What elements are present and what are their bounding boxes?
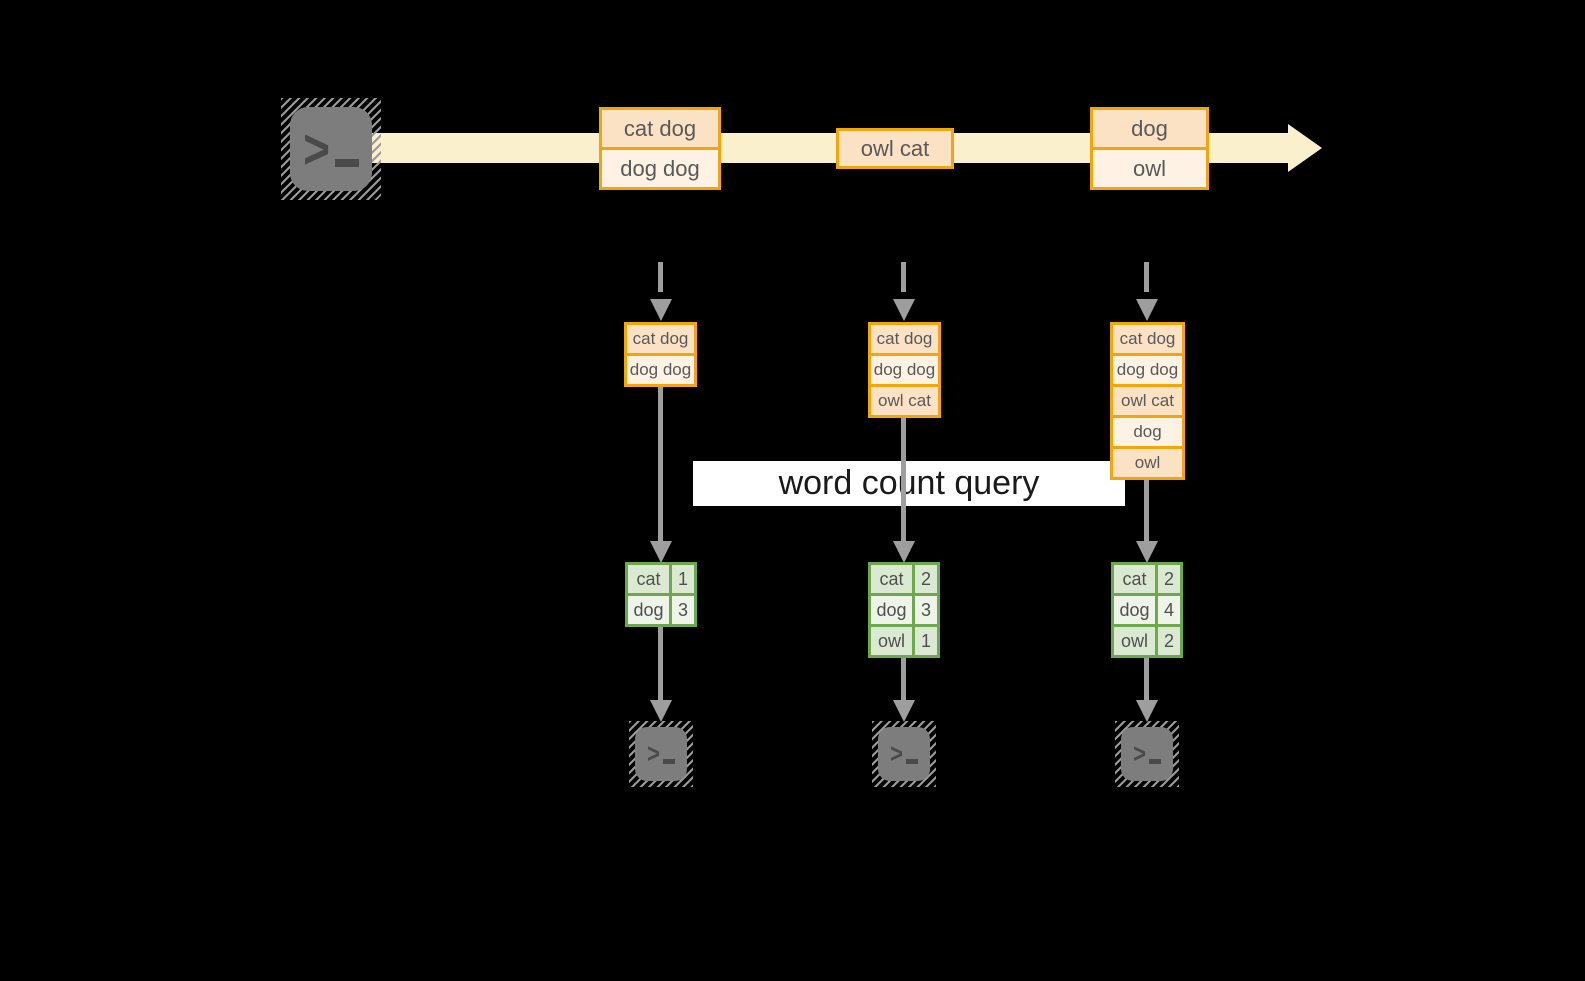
stream-record: cat dog: [602, 110, 718, 147]
state-row: owl cat: [1113, 387, 1182, 415]
stream-box-batch-1: cat dog dog dog: [599, 107, 721, 190]
output-arrow-line: [1144, 658, 1149, 700]
prompt-chevron-icon: >: [1133, 738, 1146, 769]
count-value: 3: [672, 596, 694, 624]
state-row: owl: [1113, 449, 1182, 477]
output-arrow-head-icon: [650, 700, 672, 722]
query-arrow-line: [1144, 480, 1149, 543]
state-row: dog dog: [871, 356, 938, 384]
state-table-t2: cat dog dog dog owl cat: [868, 322, 941, 418]
query-arrow-line: [901, 418, 906, 543]
batch-arrow-dash: [1144, 262, 1149, 292]
batch-arrow-head-icon: [650, 299, 672, 321]
prompt-chevron-icon: >: [647, 738, 660, 769]
state-row: owl cat: [871, 387, 938, 415]
stream-box-batch-3: dog owl: [1090, 107, 1209, 190]
terminal-body: >: [878, 727, 930, 781]
terminal-source-icon: >: [281, 98, 381, 200]
count-word: dog: [871, 596, 912, 624]
stream-record: owl cat: [839, 131, 951, 166]
terminal-body: >: [635, 727, 687, 781]
state-row: cat dog: [1113, 325, 1182, 353]
stream-record: dog dog: [602, 150, 718, 187]
count-value: 1: [915, 627, 937, 655]
count-value: 4: [1158, 596, 1180, 624]
prompt-cursor-icon: [1148, 758, 1161, 764]
count-table-t3: cat 2 dog 4 owl 2: [1111, 562, 1183, 658]
count-value: 2: [1158, 627, 1180, 655]
terminal-output-icon-3: >: [1115, 721, 1179, 787]
count-value: 2: [1158, 565, 1180, 593]
state-row: dog dog: [1113, 356, 1182, 384]
output-arrow-head-icon: [893, 700, 915, 722]
prompt-chevron-icon: >: [890, 738, 903, 769]
terminal-body: >: [1121, 727, 1173, 781]
query-label: word count query: [778, 464, 1040, 502]
query-arrow-line: [658, 387, 663, 543]
output-arrow-line: [901, 658, 906, 700]
count-word: owl: [1114, 627, 1155, 655]
prompt-cursor-icon: [905, 758, 918, 764]
batch-arrow-dash: [901, 262, 906, 292]
batch-arrow-head-icon: [893, 299, 915, 321]
state-table-t3: cat dog dog dog owl cat dog owl: [1110, 322, 1185, 480]
terminal-output-icon-1: >: [629, 721, 693, 787]
count-value: 3: [915, 596, 937, 624]
count-word: cat: [1114, 565, 1155, 593]
batch-arrow-dash: [658, 262, 663, 292]
prompt-cursor-icon: [334, 159, 359, 167]
output-arrow-head-icon: [1136, 700, 1158, 722]
state-row: cat dog: [871, 325, 938, 353]
batch-arrow-head-icon: [1136, 299, 1158, 321]
query-label-band: word count query: [693, 461, 1125, 506]
state-row: dog dog: [627, 356, 694, 384]
terminal-output-icon-2: >: [872, 721, 936, 787]
query-arrow-head-icon: [650, 541, 672, 563]
terminal-body: >: [290, 107, 372, 191]
prompt-cursor-icon: [662, 758, 675, 764]
count-word: cat: [628, 565, 669, 593]
count-value: 1: [672, 565, 694, 593]
stream-box-batch-2: owl cat: [836, 128, 954, 169]
stream-arrow-head-icon: [1288, 124, 1322, 172]
count-table-t2: cat 2 dog 3 owl 1: [868, 562, 940, 658]
count-word: dog: [1114, 596, 1155, 624]
prompt-chevron-icon: >: [303, 117, 330, 181]
stream-record: owl: [1093, 150, 1206, 187]
query-arrow-head-icon: [893, 541, 915, 563]
query-arrow-head-icon: [1136, 541, 1158, 563]
state-table-t1: cat dog dog dog: [624, 322, 697, 387]
count-table-t1: cat 1 dog 3: [625, 562, 697, 627]
output-arrow-line: [658, 627, 663, 700]
count-value: 2: [915, 565, 937, 593]
stream-record: dog: [1093, 110, 1206, 147]
count-word: cat: [871, 565, 912, 593]
state-row: dog: [1113, 418, 1182, 446]
count-word: dog: [628, 596, 669, 624]
count-word: owl: [871, 627, 912, 655]
state-row: cat dog: [627, 325, 694, 353]
